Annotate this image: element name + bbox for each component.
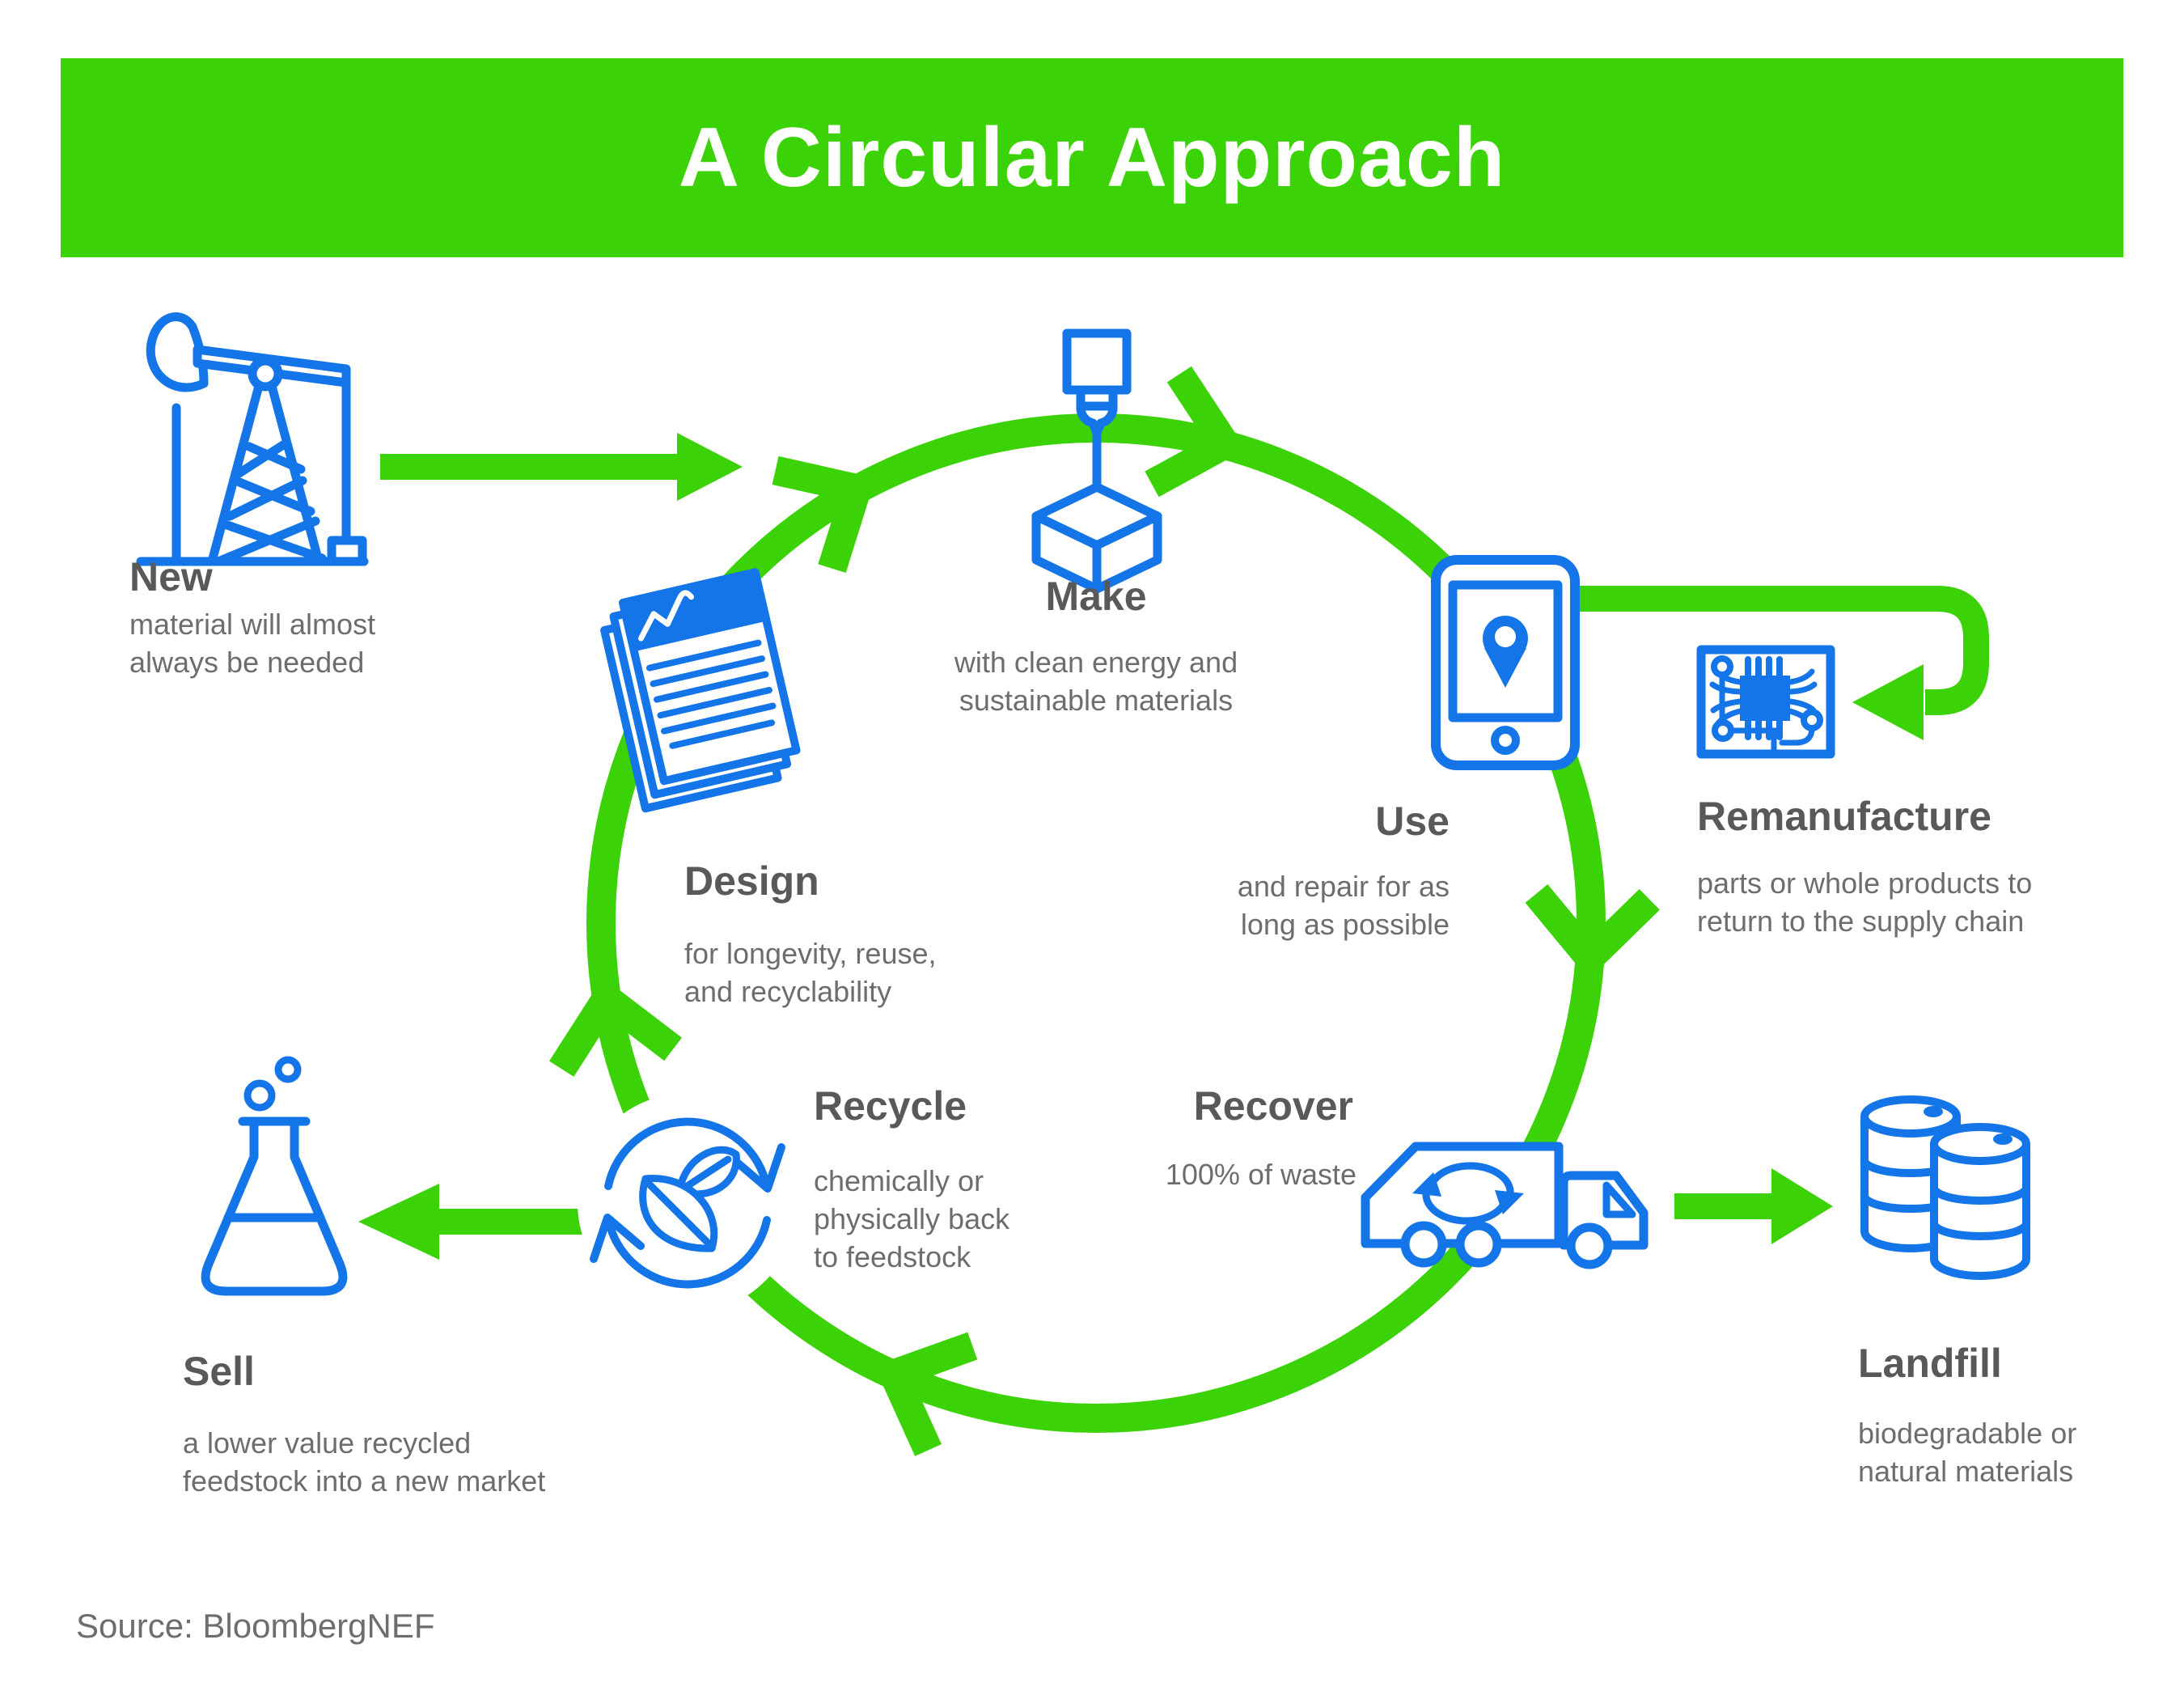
cycle-arrowhead-top xyxy=(1145,366,1246,498)
arrow-recover-to-landfill xyxy=(1674,1168,1833,1244)
header-bar: A Circular Approach xyxy=(61,58,2123,257)
recycle-heading: Recycle xyxy=(814,1083,967,1129)
landfill-body: biodegradable or natural materials xyxy=(1858,1417,2077,1488)
cycle-arrowhead-upper-left xyxy=(772,455,876,573)
source-credit: Source: BloombergNEF xyxy=(76,1607,435,1645)
sell-heading: Sell xyxy=(183,1349,255,1394)
page-title: A Circular Approach xyxy=(678,110,1506,205)
landfill-heading: Landfill xyxy=(1858,1341,2002,1386)
arrow-new-to-cycle xyxy=(380,433,743,501)
cycle-arrowhead-bottom xyxy=(874,1332,978,1456)
remanufacture-heading: Remanufacture xyxy=(1697,794,1991,839)
oil-barrels-icon xyxy=(1860,1095,2030,1280)
recycle-leaves-icon xyxy=(578,1093,798,1313)
garbage-truck-icon xyxy=(1361,1142,1649,1269)
circuit-board-icon xyxy=(1696,645,1835,759)
3d-printer-icon xyxy=(1031,328,1162,594)
new-body: material will almost always be needed xyxy=(129,608,376,679)
flask-icon xyxy=(201,1056,348,1296)
smartphone-location-icon xyxy=(1431,555,1580,770)
sell-body: a lower value recycled feedstock into a … xyxy=(183,1426,546,1498)
oil-derrick-icon xyxy=(136,312,369,566)
make-body: with clean energy and sustainable materi… xyxy=(954,646,1238,717)
arrow-recycle-to-sell xyxy=(358,1184,605,1260)
new-heading: New xyxy=(129,554,213,600)
design-heading: Design xyxy=(684,858,819,904)
design-documents-icon xyxy=(600,568,801,813)
recover-body: 100% of waste xyxy=(1165,1158,1357,1191)
arrow-use-to-remanufacture xyxy=(1577,586,1989,740)
recycle-body: chemically or physically back to feedsto… xyxy=(814,1164,1010,1273)
cycle-arrowhead-left xyxy=(549,977,682,1077)
use-body: and repair for as long as possible xyxy=(1237,870,1450,941)
remanufacture-body: parts or whole products to return to the… xyxy=(1697,866,2033,938)
make-heading: Make xyxy=(1045,574,1147,619)
recover-heading: Recover xyxy=(1193,1083,1353,1129)
cycle-arrowhead-right xyxy=(1525,883,1660,980)
use-heading: Use xyxy=(1375,799,1450,844)
design-body: for longevity, reuse, and recyclability xyxy=(684,937,937,1008)
